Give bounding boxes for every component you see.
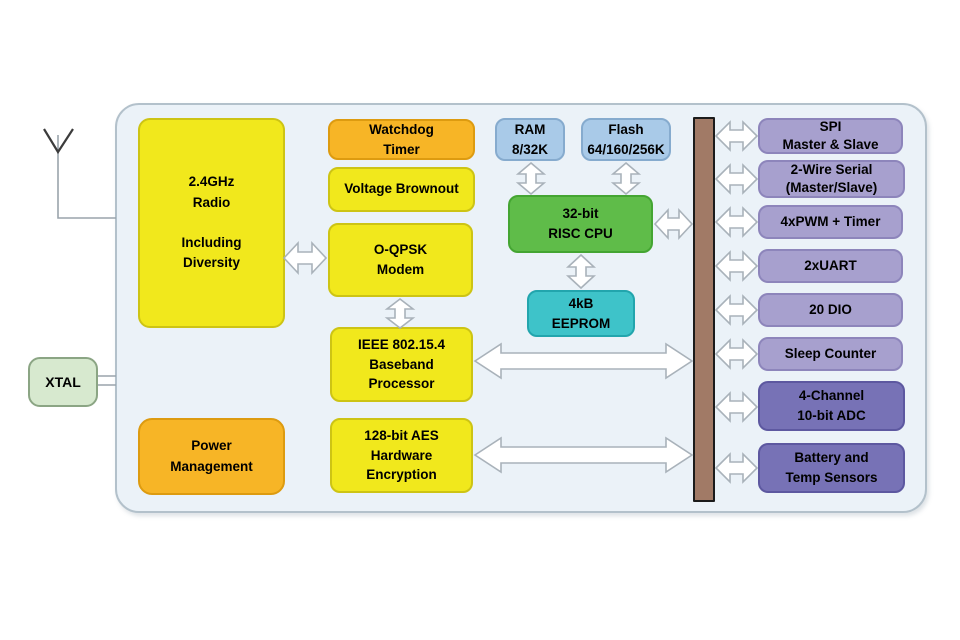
ram-block: RAM 8/32K	[495, 118, 565, 161]
peripheral-dio-label: 20 DIO	[809, 301, 852, 317]
aes-encryption-label: 128-bit AES Hardware Encryption	[364, 428, 439, 483]
eeprom-block: 4kB EEPROM	[527, 290, 635, 337]
flash-block: Flash 64/160/256K	[581, 118, 671, 161]
radio-label: 2.4GHz Radio Including Diversity	[181, 174, 242, 271]
power-management-label: Power Management	[170, 438, 253, 474]
oqpsk-modem-label: O-QPSK Modem	[373, 241, 428, 277]
eeprom-label: 4kB EEPROM	[551, 295, 611, 331]
baseband-processor-label: IEEE 802.15.4 Baseband Processor	[357, 337, 446, 392]
peripheral-battery-temp-block: Battery and Temp Sensors	[758, 443, 905, 493]
peripheral-uart-label: 2xUART	[804, 257, 857, 273]
peripheral-dio-block: 20 DIO	[758, 293, 903, 327]
peripheral-spi-block: SPI Master & Slave	[758, 118, 903, 154]
peripheral-pwm-block: 4xPWM + Timer	[758, 205, 903, 239]
peripheral-pwm-label: 4xPWM + Timer	[780, 213, 881, 229]
baseband-processor-block: IEEE 802.15.4 Baseband Processor	[330, 327, 473, 402]
peripheral-adc-label: 4-Channel 10-bit ADC	[797, 388, 866, 423]
peripheral-spi-label: SPI Master & Slave	[782, 119, 879, 152]
flash-label: Flash 64/160/256K	[587, 121, 665, 157]
voltage-brownout-label: Voltage Brownout	[344, 181, 459, 197]
antenna-icon	[43, 128, 116, 219]
system-bus-bar	[693, 117, 715, 502]
watchdog-timer-label: Watchdog Timer	[369, 121, 434, 157]
watchdog-timer-block: Watchdog Timer	[328, 119, 475, 160]
risc-cpu-block: 32-bit RISC CPU	[508, 195, 653, 253]
peripheral-adc-block: 4-Channel 10-bit ADC	[758, 381, 905, 431]
voltage-brownout-block: Voltage Brownout	[328, 167, 475, 212]
peripheral-sleep-counter-label: Sleep Counter	[784, 345, 877, 361]
risc-cpu-label: 32-bit RISC CPU	[548, 205, 613, 241]
peripheral-sleep-counter-block: Sleep Counter	[758, 337, 903, 371]
xtal-block: XTAL	[28, 357, 98, 407]
radio-block: 2.4GHz Radio Including Diversity	[138, 118, 285, 328]
peripheral-battery-temp-label: Battery and Temp Sensors	[785, 450, 878, 485]
oqpsk-modem-block: O-QPSK Modem	[328, 223, 473, 297]
xtal-connector	[98, 375, 116, 386]
peripheral-uart-block: 2xUART	[758, 249, 903, 283]
xtal-label: XTAL	[45, 373, 81, 390]
ram-label: RAM 8/32K	[511, 121, 549, 157]
peripheral-2wire-label: 2-Wire Serial (Master/Slave)	[785, 162, 878, 195]
power-management-block: Power Management	[138, 418, 285, 495]
aes-encryption-block: 128-bit AES Hardware Encryption	[330, 418, 473, 493]
peripheral-2wire-block: 2-Wire Serial (Master/Slave)	[758, 160, 905, 198]
